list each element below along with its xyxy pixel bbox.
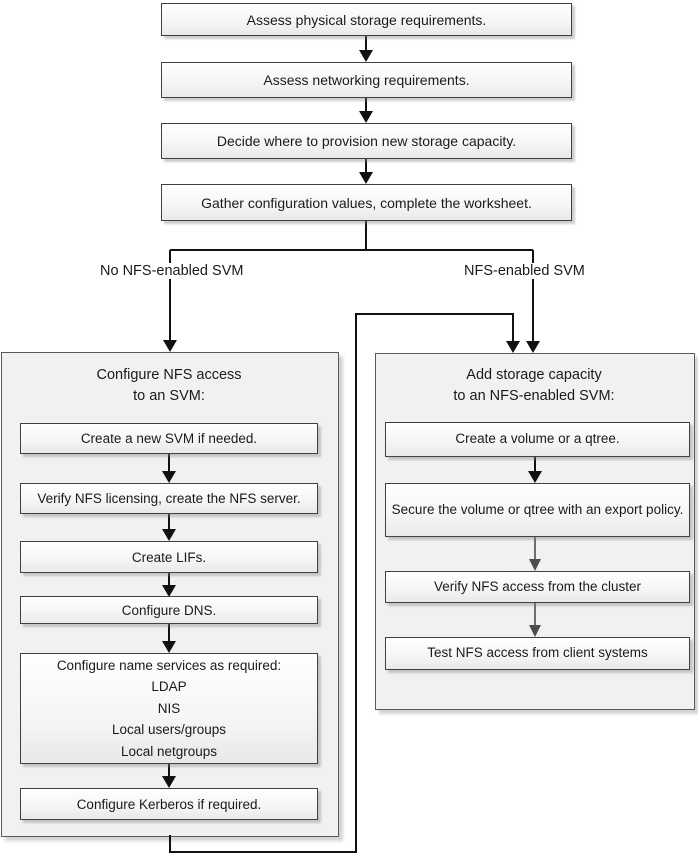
step-label: Assess physical storage requirements. (246, 11, 487, 28)
right-group-title: Add storage capacity to an NFS-enabled S… (375, 365, 693, 407)
step-box-configure-dns: Configure DNS. (20, 596, 318, 624)
step-label-line: NIS (157, 700, 181, 716)
step-label-line: Local users/groups (111, 722, 227, 738)
step-box-verify-nfs-licensing: Verify NFS licensing, create the NFS ser… (20, 483, 318, 514)
step-label: Create a volume or a qtree. (455, 431, 620, 447)
step-label-line: LDAP (151, 679, 187, 695)
step-label: Configure DNS. (121, 602, 217, 618)
step-label-line: Local netgroups (120, 743, 218, 759)
step-box-assess-networking: Assess networking requirements. (161, 62, 572, 98)
right-group-title-line1: Add storage capacity (466, 367, 602, 383)
step-box-create-volume-qtree: Create a volume or a qtree. (385, 422, 690, 457)
step-label: Secure the volume or qtree with an expor… (391, 501, 684, 517)
step-box-create-lifs: Create LIFs. (20, 541, 318, 573)
step-label-line: Configure name services as required: (56, 657, 282, 673)
left-group-title-line1: Configure NFS access (96, 367, 242, 383)
branch-label-no-nfs-svm: No NFS-enabled SVM (97, 263, 247, 279)
step-box-gather-configuration: Gather configuration values, complete th… (161, 184, 572, 221)
step-box-create-svm: Create a new SVM if needed. (20, 423, 318, 454)
step-label: Test NFS access from client systems (427, 645, 648, 661)
step-box-configure-name-services: Configure name services as required: LDA… (20, 653, 318, 764)
black-arrowheads (162, 50, 542, 788)
right-group-title-line2: to an NFS-enabled SVM: (453, 388, 615, 405)
step-label: Verify NFS licensing, create the NFS ser… (37, 491, 301, 506)
step-box-assess-physical-storage: Assess physical storage requirements. (161, 3, 572, 36)
left-group-title-line2: to an SVM: (133, 388, 205, 405)
left-group-title: Configure NFS access to an SVM: (1, 365, 337, 407)
step-label: Gather configuration values, complete th… (201, 194, 532, 211)
step-box-verify-nfs-access: Verify NFS access from the cluster (385, 571, 690, 603)
step-label: Create a new SVM if needed. (80, 431, 258, 446)
step-box-decide-provision: Decide where to provision new storage ca… (161, 123, 572, 159)
gray-arrowheads (529, 559, 541, 637)
step-label: Assess networking requirements. (263, 72, 470, 88)
step-label: Verify NFS access from the cluster (433, 578, 642, 594)
step-label: Decide where to provision new storage ca… (216, 133, 517, 149)
branch-label-nfs-enabled-svm: NFS-enabled SVM (461, 263, 588, 279)
step-label: Configure Kerberos if required. (76, 796, 262, 812)
step-box-secure-volume-export-policy: Secure the volume or qtree with an expor… (385, 483, 690, 537)
step-box-configure-kerberos: Configure Kerberos if required. (20, 788, 318, 820)
step-box-test-nfs-access: Test NFS access from client systems (385, 637, 690, 670)
step-label: Create LIFs. (131, 549, 207, 565)
